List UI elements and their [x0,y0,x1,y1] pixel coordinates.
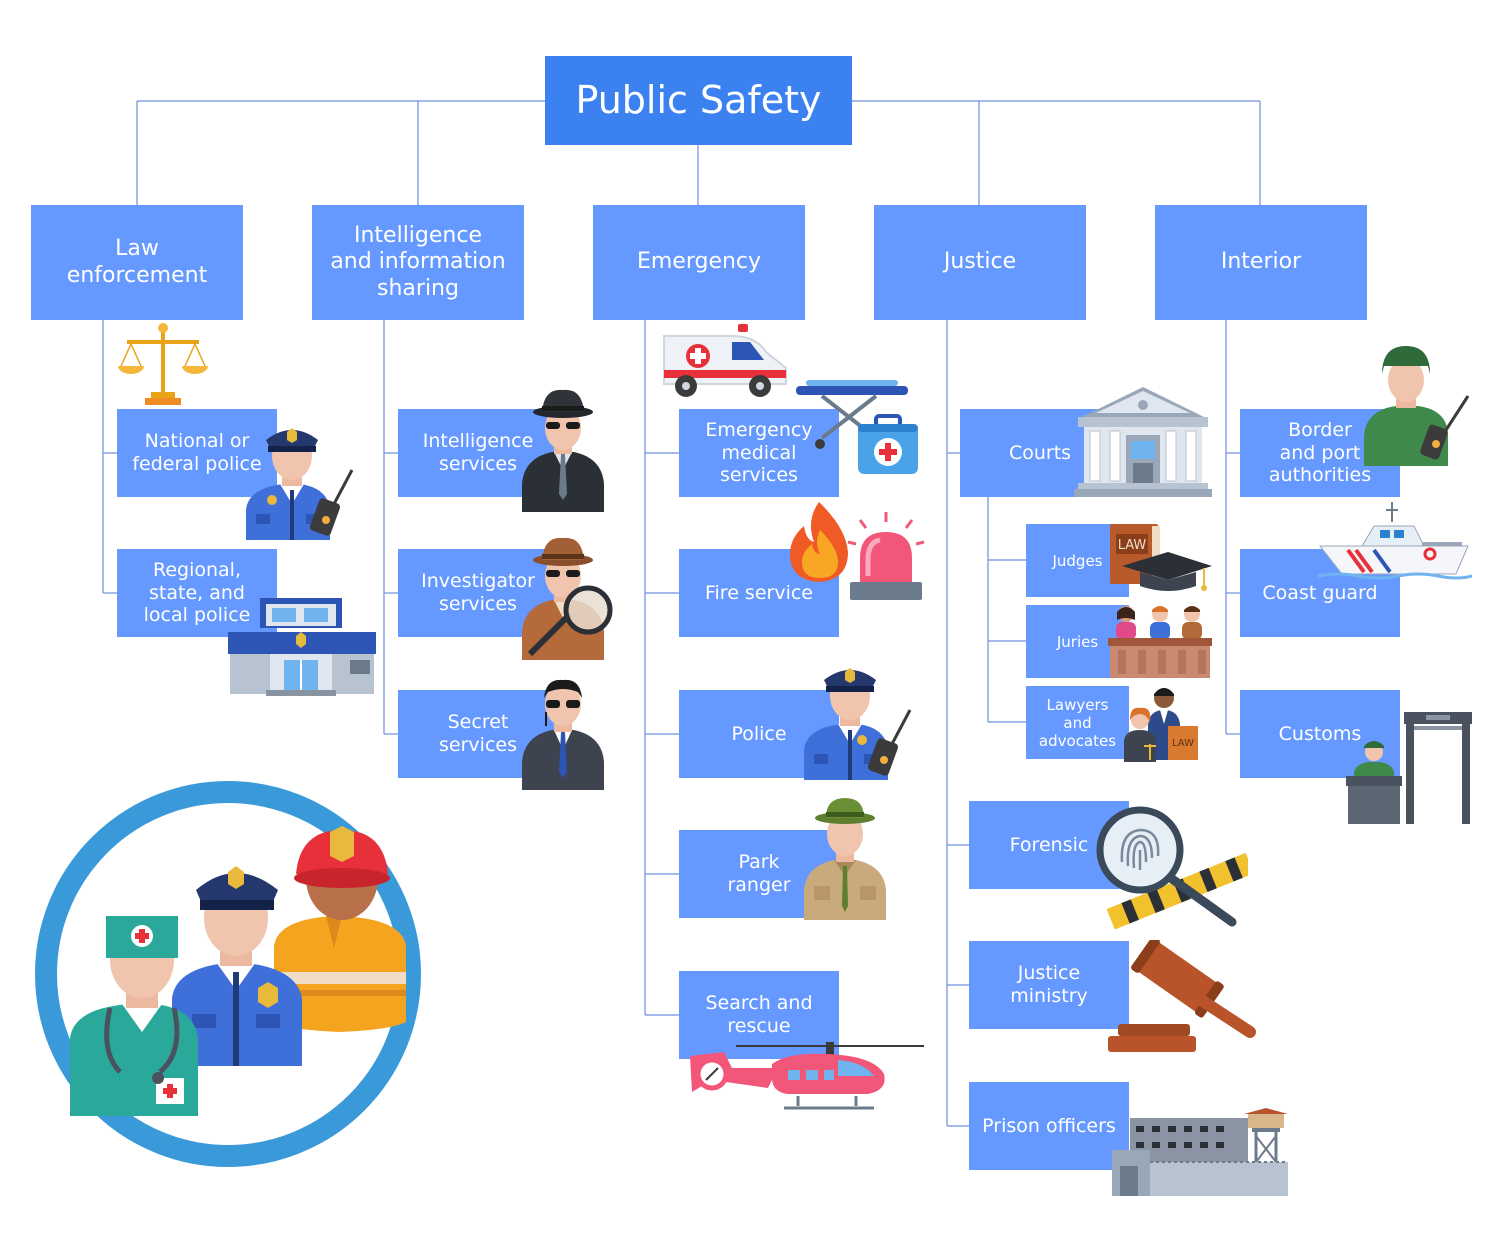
fingerprint-magnifier-icon [1096,806,1248,930]
node-label: Police [731,722,787,745]
node-justice-ministry[interactable]: Justice ministry [969,941,1129,1029]
category-label: Justice [943,249,1017,275]
gavel-icon [1108,940,1256,1052]
node-label: Juries [1056,632,1099,651]
ambulance-icon [663,324,787,397]
node-label: Search and rescue [705,992,813,1037]
root-node[interactable]: Public Safety [545,56,852,145]
node-label: Judges [1052,551,1103,570]
root-label: Public Safety [575,77,822,122]
node-label: Regional, state, and local police [143,558,251,627]
node-label: Secret services [439,711,517,756]
category-intelligence[interactable]: Intelligence and information sharing [312,205,524,320]
metal-detector-icon [1404,712,1472,824]
category-label: Law enforcement [66,236,208,288]
node-label: Courts [1008,441,1072,464]
category-label: Emergency [636,249,762,275]
customs-officer-icon [1346,741,1402,824]
graduation-cap-icon [1122,552,1212,591]
node-label: Coast guard [1262,581,1378,604]
node-label: Prison officers [982,1114,1116,1137]
police-officer-icon [246,428,354,540]
coast-guard-boat-icon [1318,502,1472,580]
lawyers-icon: LAW [1124,688,1198,762]
law-book-icon: LAW [1110,524,1212,591]
node-lawyers[interactable]: Lawyers and advocates [1026,686,1129,759]
category-label: Intelligence and information sharing [330,222,506,301]
prison-icon [1112,1108,1288,1196]
category-interior[interactable]: Interior [1155,205,1367,320]
category-justice[interactable]: Justice [874,205,1086,320]
node-label: Investigator services [421,570,535,615]
siren-icon [847,512,925,600]
jury-box-icon [1108,606,1212,678]
node-label: Customs [1278,722,1362,745]
node-label: Intelligence services [422,430,534,475]
node-emergency-medical[interactable]: Emergency medical services [679,409,839,497]
node-regional-police[interactable]: Regional, state, and local police [117,549,277,637]
category-emergency[interactable]: Emergency [593,205,805,320]
police-officer-icon [804,668,912,780]
detective-icon [522,537,613,660]
soldier-icon [1364,346,1470,466]
courthouse-icon [1074,387,1212,497]
park-ranger-icon [804,798,886,920]
node-label: Fire service [704,581,813,604]
spy-icon [522,389,604,512]
secret-agent-icon [522,679,604,790]
node-national-police[interactable]: National or federal police [117,409,277,497]
node-label: Border and port authorities [1268,418,1372,487]
node-label: Justice ministry [1010,962,1088,1007]
node-search-and-rescue[interactable]: Search and rescue [679,971,839,1059]
fire-icon [790,502,848,582]
stretcher-icon [796,380,908,449]
node-label: National or federal police [132,430,262,475]
police-station-icon [228,598,376,696]
node-label: Park ranger [727,851,791,896]
law-book-label: LAW [1118,538,1147,553]
public-safety-team-icon [35,781,421,1167]
node-label: Forensic [1009,833,1089,856]
category-law-enforcement[interactable]: Law enforcement [31,205,243,320]
category-label: Interior [1220,249,1302,275]
node-label: Lawyers and advocates [1038,695,1117,750]
law-book-label: LAW [1172,738,1194,749]
node-prison-officers[interactable]: Prison officers [969,1082,1129,1170]
first-aid-kit-icon [858,414,918,474]
node-label: Emergency medical services [705,418,813,487]
scales-icon [118,323,208,405]
helicopter-icon [690,1042,924,1110]
